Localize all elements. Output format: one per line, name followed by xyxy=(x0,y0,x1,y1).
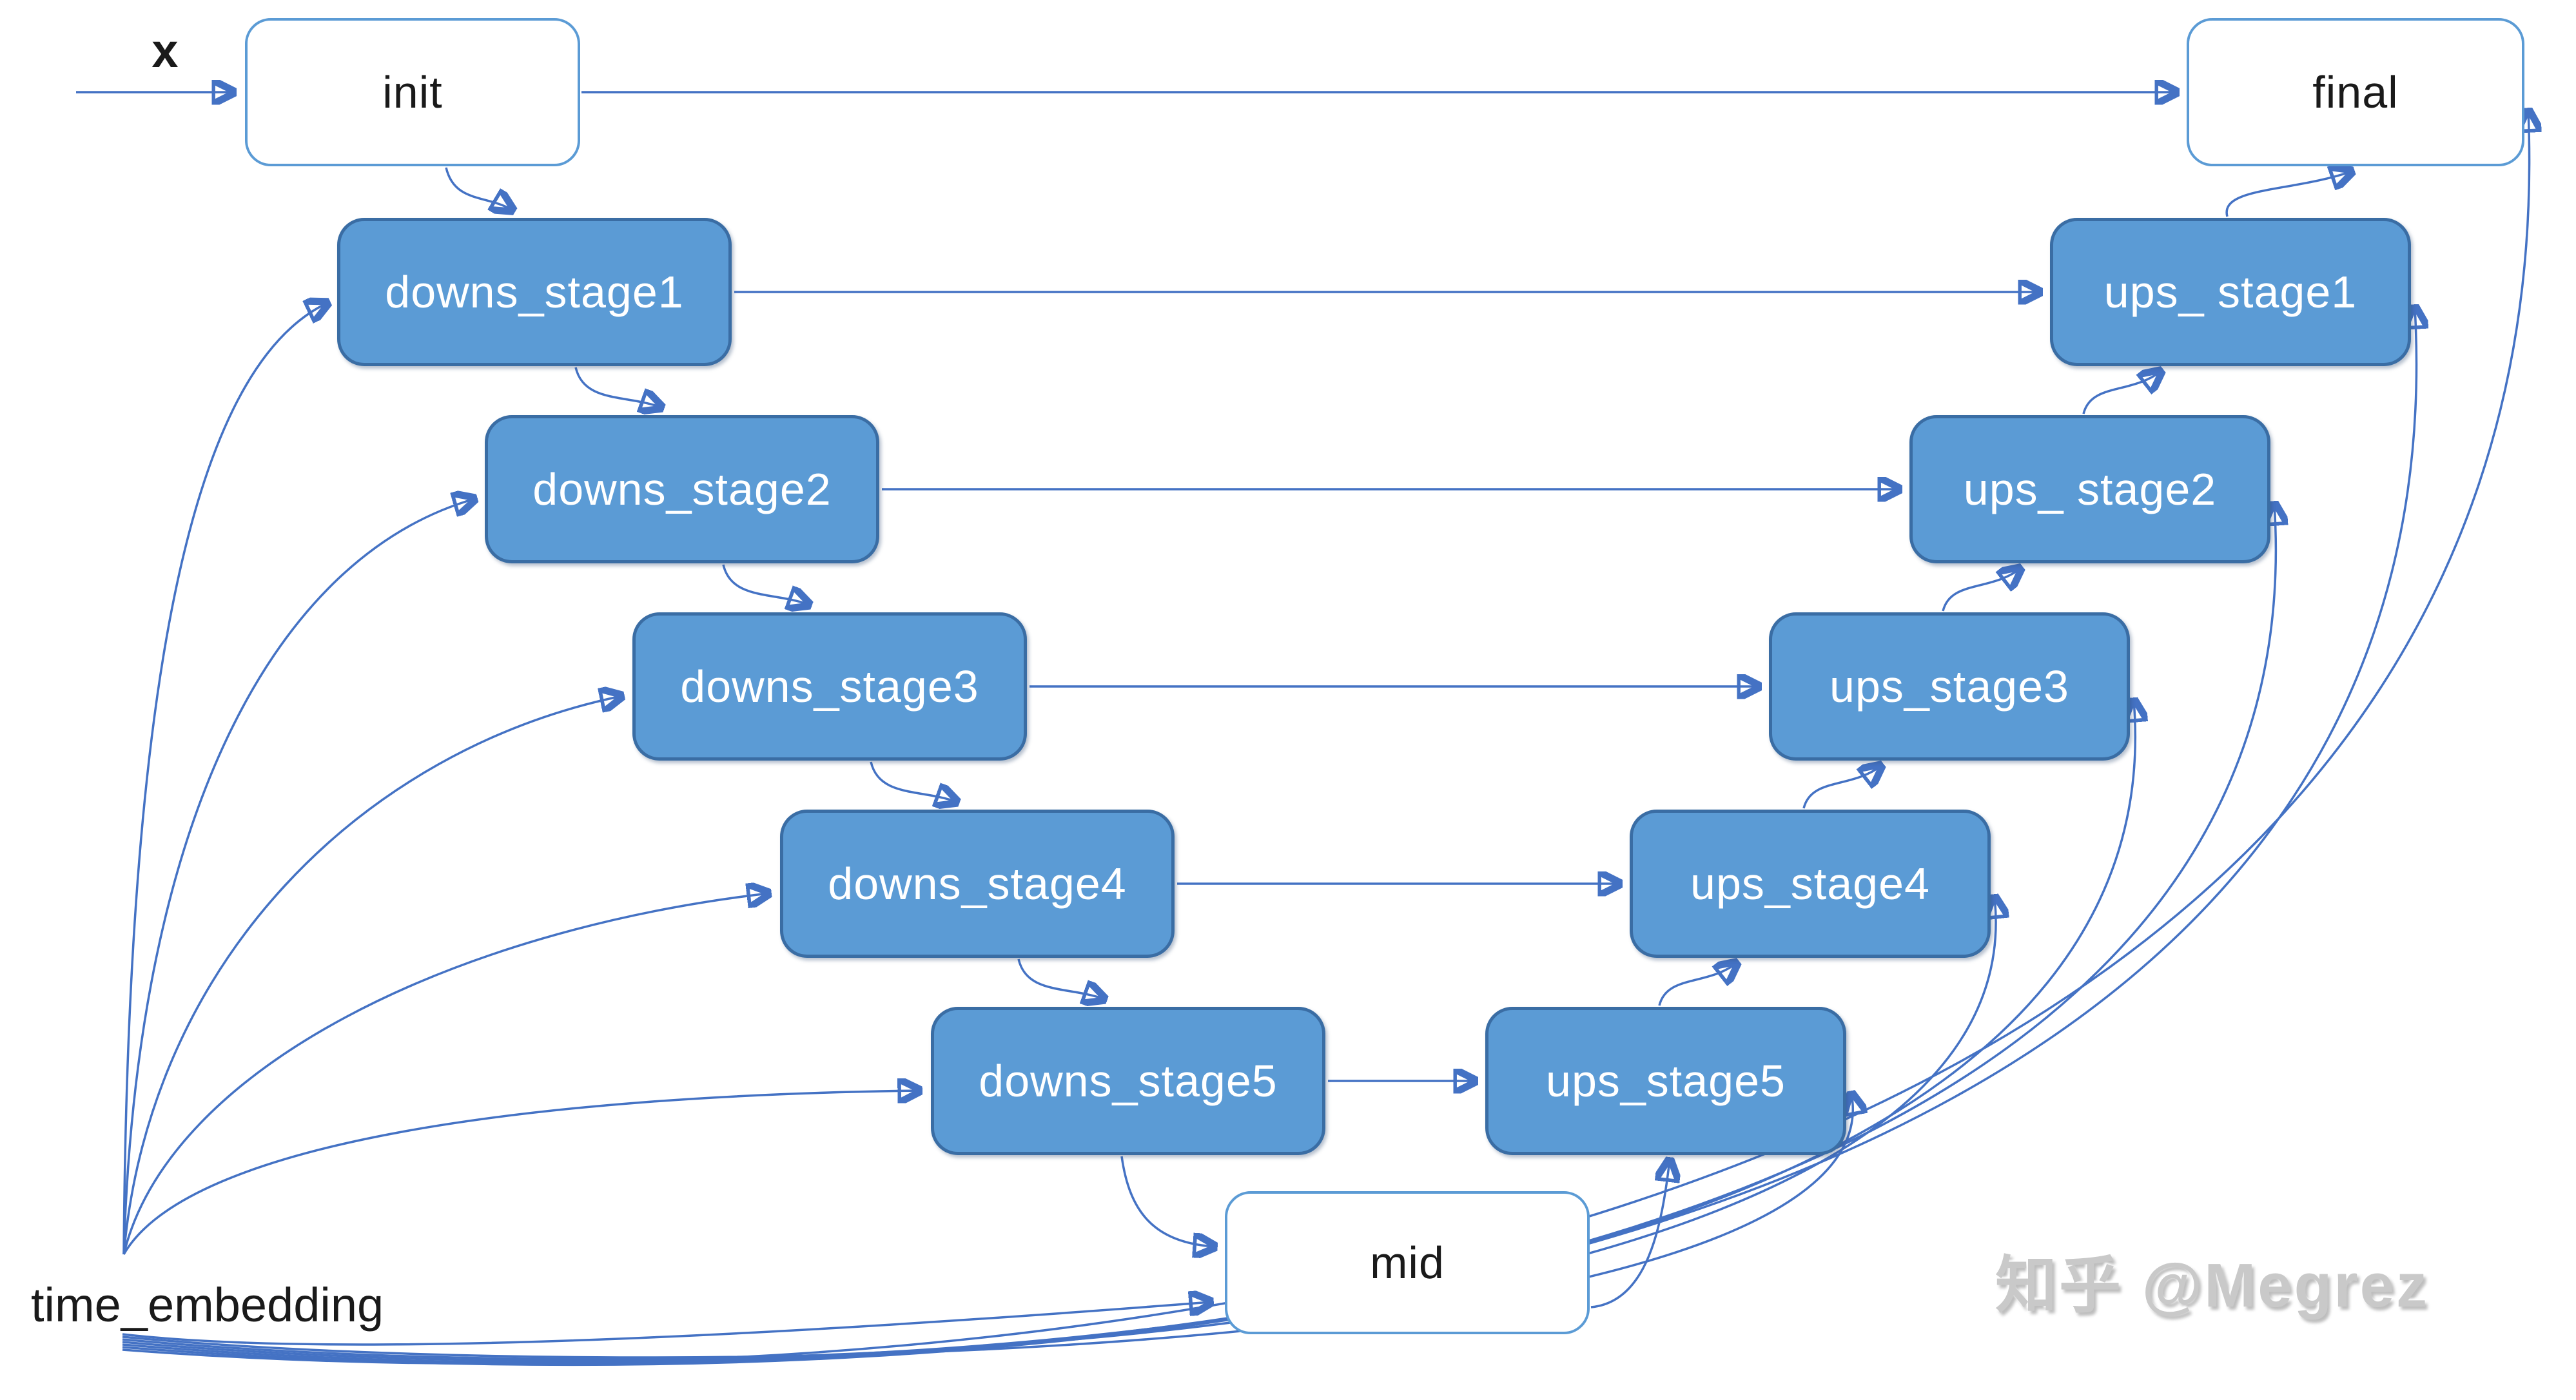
edge-downs1-downs2 xyxy=(574,367,661,407)
time-embedding-label: time_embedding xyxy=(31,1278,384,1332)
node-mid: mid xyxy=(1225,1191,1590,1334)
node-label: downs_stage5 xyxy=(979,1056,1278,1106)
edge-time-downs1 xyxy=(122,303,327,1255)
edge-downs2-downs3 xyxy=(722,564,809,605)
node-ups-stage2: ups_ stage2 xyxy=(1909,415,2270,563)
node-label: ups_ stage2 xyxy=(1963,464,2217,514)
node-ups-stage5: ups_stage5 xyxy=(1485,1007,1846,1155)
edge-init-downs1 xyxy=(445,167,512,210)
node-label: final xyxy=(2312,67,2399,117)
node-label: downs_stage4 xyxy=(828,859,1127,909)
edge-ups4-ups3 xyxy=(1802,766,1881,809)
edge-ups1-final xyxy=(2225,171,2352,217)
edge-downs3-downs4 xyxy=(870,761,957,802)
edge-time-downs3 xyxy=(122,696,621,1255)
watermark: 知乎 @Megrez xyxy=(1995,1251,2430,1320)
node-ups-stage1: ups_ stage1 xyxy=(2050,218,2411,366)
node-init: init xyxy=(245,18,580,166)
node-ups-stage4: ups_stage4 xyxy=(1630,810,1991,958)
node-label: downs_stage3 xyxy=(680,661,979,712)
node-downs-stage3: downs_stage3 xyxy=(632,612,1027,761)
edge-ups3-ups2 xyxy=(1942,569,2020,612)
edge-time-final xyxy=(122,111,2530,1365)
node-downs-stage4: downs_stage4 xyxy=(780,810,1175,958)
edge-mid-ups5 xyxy=(1590,1160,1670,1308)
edge-time-mid xyxy=(122,1302,1211,1346)
node-ups-stage3: ups_stage3 xyxy=(1769,612,2130,761)
edge-time-downs5 xyxy=(122,1091,919,1255)
node-label: ups_stage3 xyxy=(1830,661,2069,712)
node-label: ups_stage4 xyxy=(1690,859,1930,909)
edge-downs5-mid xyxy=(1120,1156,1215,1247)
node-label: init xyxy=(382,67,443,117)
edge-downs4-downs5 xyxy=(1017,958,1104,999)
node-label: downs_stage2 xyxy=(532,464,832,514)
node-downs-stage1: downs_stage1 xyxy=(337,218,732,366)
edge-time-ups5 xyxy=(122,1094,1853,1359)
edge-ups2-ups1 xyxy=(2082,371,2161,414)
node-label: downs_stage1 xyxy=(385,267,684,317)
node-label: ups_stage5 xyxy=(1546,1056,1786,1106)
node-downs-stage2: downs_stage2 xyxy=(485,415,879,563)
node-downs-stage5: downs_stage5 xyxy=(931,1007,1325,1155)
edge-ups5-ups4 xyxy=(1658,963,1737,1006)
edge-time-downs2 xyxy=(122,499,474,1255)
edge-time-downs4 xyxy=(122,893,768,1255)
node-label: mid xyxy=(1370,1238,1445,1288)
node-final: final xyxy=(2187,18,2524,166)
input-x-label: x xyxy=(151,24,179,77)
edge-time-ups1 xyxy=(122,307,2417,1366)
node-label: ups_ stage1 xyxy=(2103,267,2357,317)
